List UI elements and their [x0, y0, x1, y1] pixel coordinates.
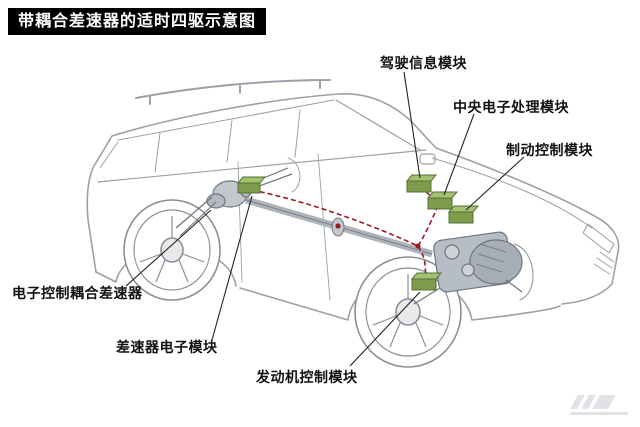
leader-central-processor: [443, 113, 475, 196]
wire-to-dash-modules: [417, 203, 440, 247]
watermark-logo: [568, 393, 632, 419]
label-driving-info-module: 驾驶信息模块: [380, 55, 467, 71]
watermark-bar: [592, 395, 616, 409]
label-coupling-differential: 电子控制耦合差速器: [12, 285, 143, 301]
leader-diff-module: [211, 195, 253, 341]
electronic-modules: [236, 174, 480, 291]
label-brake-control-module: 制动控制模块: [506, 142, 593, 158]
roof-inner-line: [117, 99, 335, 141]
label-central-processor-module: 中央电子处理模块: [453, 99, 569, 115]
headlight: [582, 223, 615, 254]
pillar-b: [294, 109, 301, 158]
engine-block: [413, 231, 523, 305]
wire-shaft-run: [251, 189, 419, 247]
leader-engine-control: [349, 291, 421, 367]
beltline: [97, 149, 427, 183]
leader-driving-info: [403, 71, 421, 179]
hood-line: [431, 157, 593, 229]
wire-to-engine-module: [417, 245, 427, 280]
driving-info-module-marker: [405, 174, 438, 193]
drivetrain: [175, 167, 523, 305]
diff-module-marker: [236, 176, 267, 194]
far-rear-wheel: [287, 157, 301, 193]
door-line-2: [317, 153, 331, 301]
page-title: 带耦合差速器的适时四驱示意图: [8, 8, 267, 36]
rear-wheel: [123, 199, 221, 301]
pillar-c: [226, 119, 233, 163]
watermark-underline: [569, 412, 629, 415]
far-front-wheel: [513, 243, 534, 301]
label-diff-electronic-module: 差速器电子模块: [116, 339, 218, 355]
leader-lines: [125, 71, 525, 367]
grille: [593, 251, 615, 275]
central-processor-module-marker: [426, 191, 459, 210]
engine-control-module-marker: [410, 272, 443, 291]
brake-control-module-marker: [447, 205, 480, 224]
rear-hatch-line: [99, 141, 119, 169]
side-mirror: [419, 153, 436, 165]
leader-coupling-diff: [125, 209, 212, 287]
body-silhouette: [86, 93, 620, 305]
label-engine-control-module: 发动机控制模块: [256, 369, 358, 385]
pillar-a-windshield: [335, 99, 421, 151]
leader-brake-control: [465, 156, 525, 211]
pillar-rear: [154, 132, 161, 173]
roof-rail: [135, 79, 331, 99]
car-body-outline: [86, 79, 620, 321]
